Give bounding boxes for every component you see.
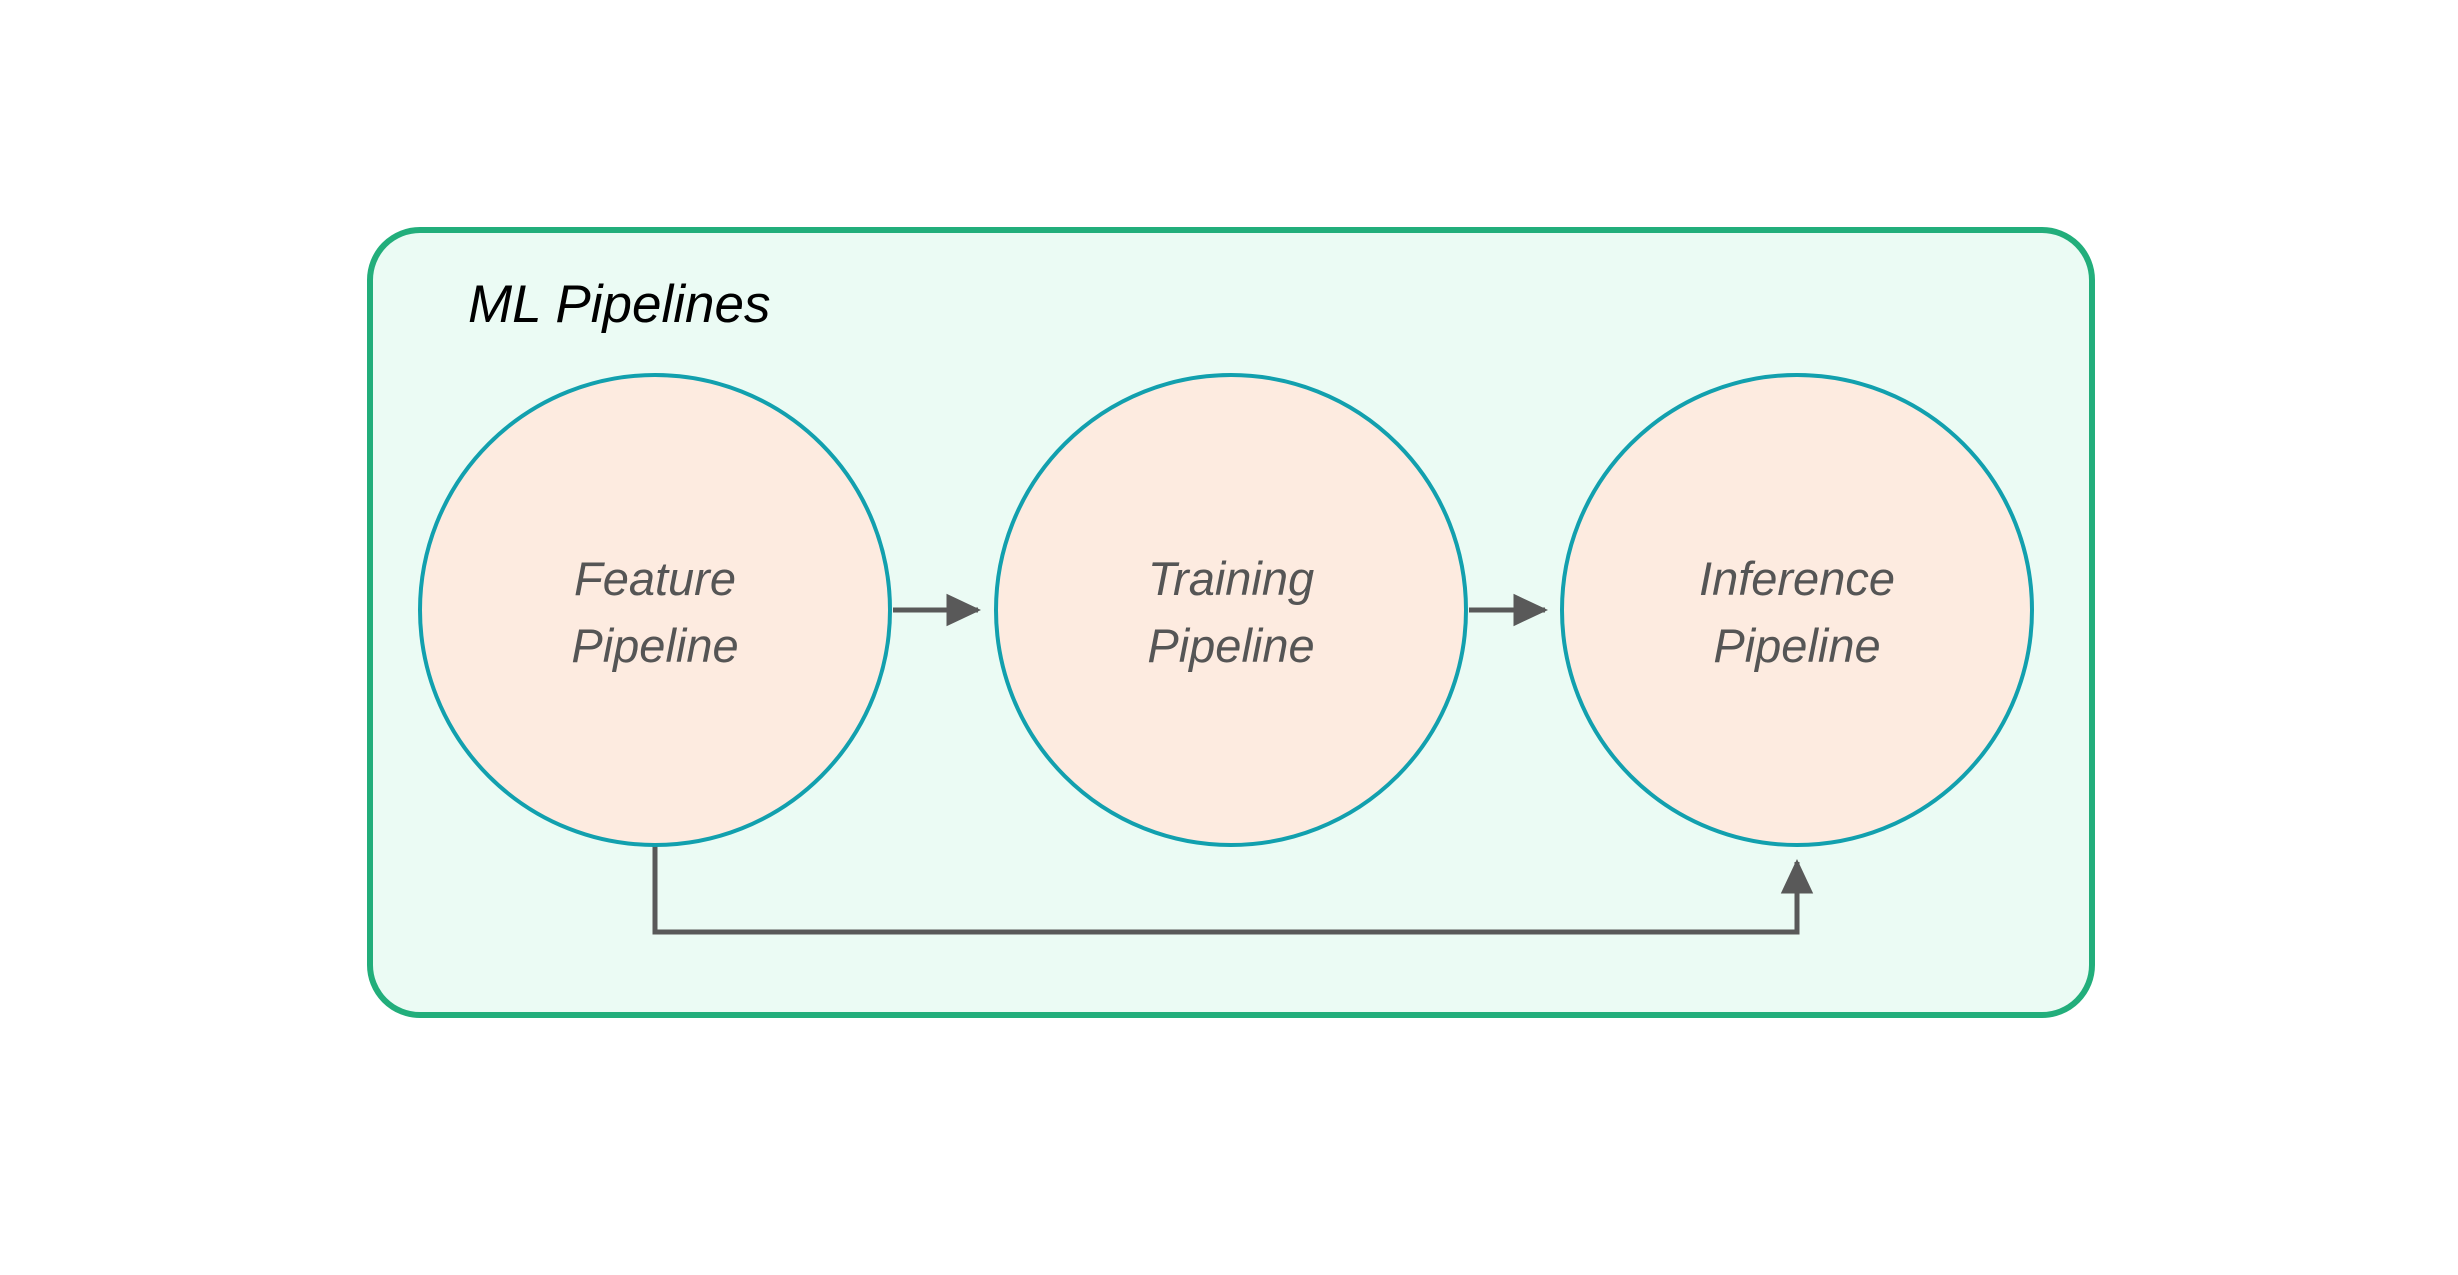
node-training-pipeline-shape[interactable] [994, 373, 1468, 847]
node-training-pipeline-label-line1: Training [1148, 552, 1314, 605]
node-training-pipeline-label-line2: Pipeline [1147, 619, 1314, 672]
edge-feature-to-inference-feedback [652, 845, 1814, 935]
node-feature-pipeline[interactable]: Feature Pipeline [418, 373, 892, 847]
node-inference-pipeline-label-line1: Inference [1699, 552, 1895, 605]
edge-feature-to-inference-feedback-path [652, 845, 1814, 935]
node-inference-pipeline-shape[interactable] [1560, 373, 2034, 847]
node-feature-pipeline-label-line2: Pipeline [571, 619, 738, 672]
group-title-label: ML Pipelines [468, 275, 770, 334]
node-training-pipeline[interactable]: Training Pipeline [994, 373, 1468, 847]
node-inference-pipeline-label-line2: Pipeline [1713, 619, 1880, 672]
node-inference-pipeline[interactable]: Inference Pipeline [1560, 373, 2034, 847]
node-feature-pipeline-label-line1: Feature [574, 552, 736, 605]
node-feature-pipeline-shape[interactable] [418, 373, 892, 847]
